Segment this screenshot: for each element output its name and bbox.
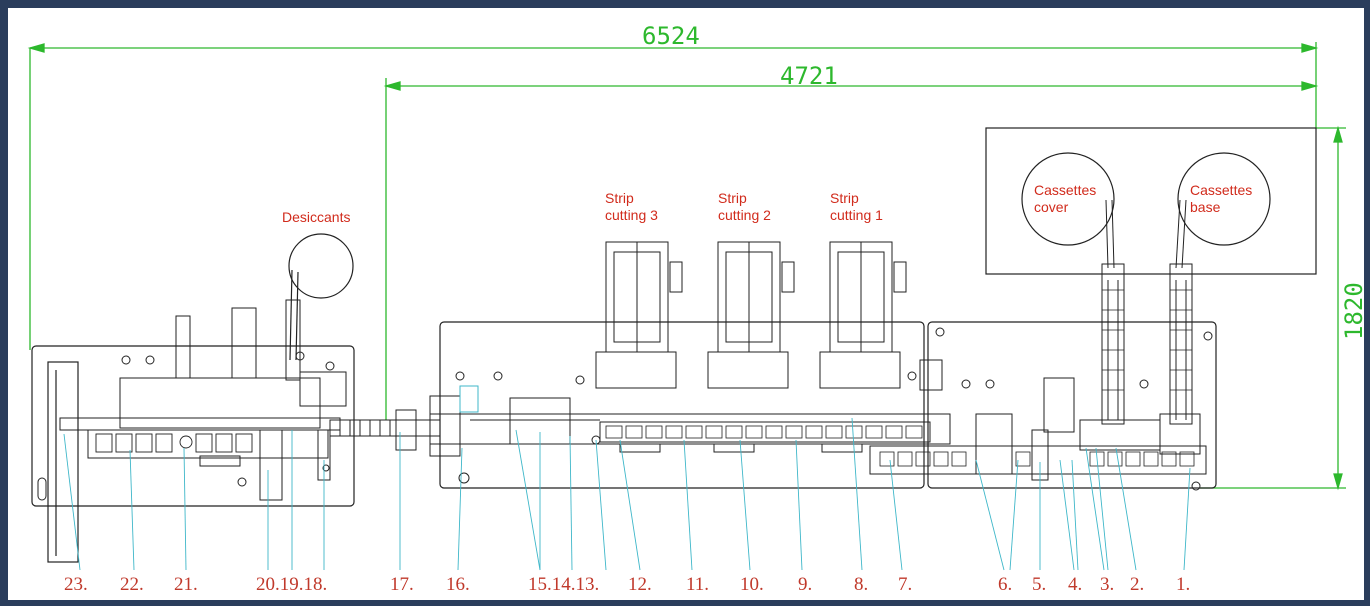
cassettes-cover-label-1: Cassettes [1034,182,1096,198]
desiccant-reel [288,233,354,361]
chute-rungs [1102,289,1192,391]
strip-cutting-1-label-2: cutting 1 [830,207,883,223]
station-number: 21. [174,574,198,595]
strip-cutting-unit-2 [707,241,795,389]
strip-cutting-2-label-1: Strip [718,190,747,206]
left-machine-cells [95,433,253,453]
right-track-cells [879,451,1195,467]
station-number: 3. [1100,574,1114,595]
dimension-line-length [383,78,1319,420]
station-number: 16. [446,574,470,595]
height-label: 1820 [1340,282,1364,340]
strip-cutting-2-label-2: cutting 2 [718,207,771,223]
dimension-overall [27,42,1319,350]
strip-cutting-3-label-1: Strip [605,190,634,206]
station-number: 1. [1176,574,1190,595]
station-number: 5. [1032,574,1046,595]
transfer-conveyor [329,409,441,451]
strip-cutting-3-label-2: cutting 3 [605,207,658,223]
left-machine-details [37,299,347,501]
strip-cutting-1-label-1: Strip [830,190,859,206]
station-number: 10. [740,574,764,595]
machine-frames [31,321,1217,563]
cassettes-base-label-2: base [1190,199,1221,215]
station-number: 8. [854,574,868,595]
station-number: 23. [64,574,88,595]
station-number: 9. [798,574,812,595]
station-number: 15.14.13. [528,574,599,595]
machine-layout-drawing: 6524 4721 1820 Cassettes cover Cassettes… [27,22,1368,595]
cassettes-cover-label-2: cover [1034,199,1069,215]
leader-lines [63,417,1191,571]
station-number: 4. [1068,574,1082,595]
station-number: 20.19.18. [256,574,327,595]
line-length-label: 4721 [780,62,838,90]
station-number: 2. [1130,574,1144,595]
station-numbers: 23. 22. 21. 20.19.18. 17. 16. 15.14.13. … [64,574,1190,595]
station-number: 17. [390,574,414,595]
dimension-height [1200,125,1346,491]
right-main-track [869,359,1207,481]
station-number: 6. [998,574,1012,595]
station-number: 12. [628,574,652,595]
station-number: 7. [898,574,912,595]
station-number: 11. [686,574,709,595]
middle-track-cells [605,425,923,439]
strip-cutting-unit-1 [819,241,907,389]
desiccants-label: Desiccants [282,209,350,225]
middle-machine-holes [455,371,917,484]
diagram-canvas: 6524 4721 1820 Cassettes cover Cassettes… [8,8,1368,600]
right-machine-holes [935,327,1213,491]
cassette-feeder-box [985,127,1317,275]
station-number: 22. [120,574,144,595]
strip-cutting-unit-3 [595,241,683,389]
cassettes-base-label-1: Cassettes [1190,182,1252,198]
overall-length-label: 6524 [642,22,700,50]
